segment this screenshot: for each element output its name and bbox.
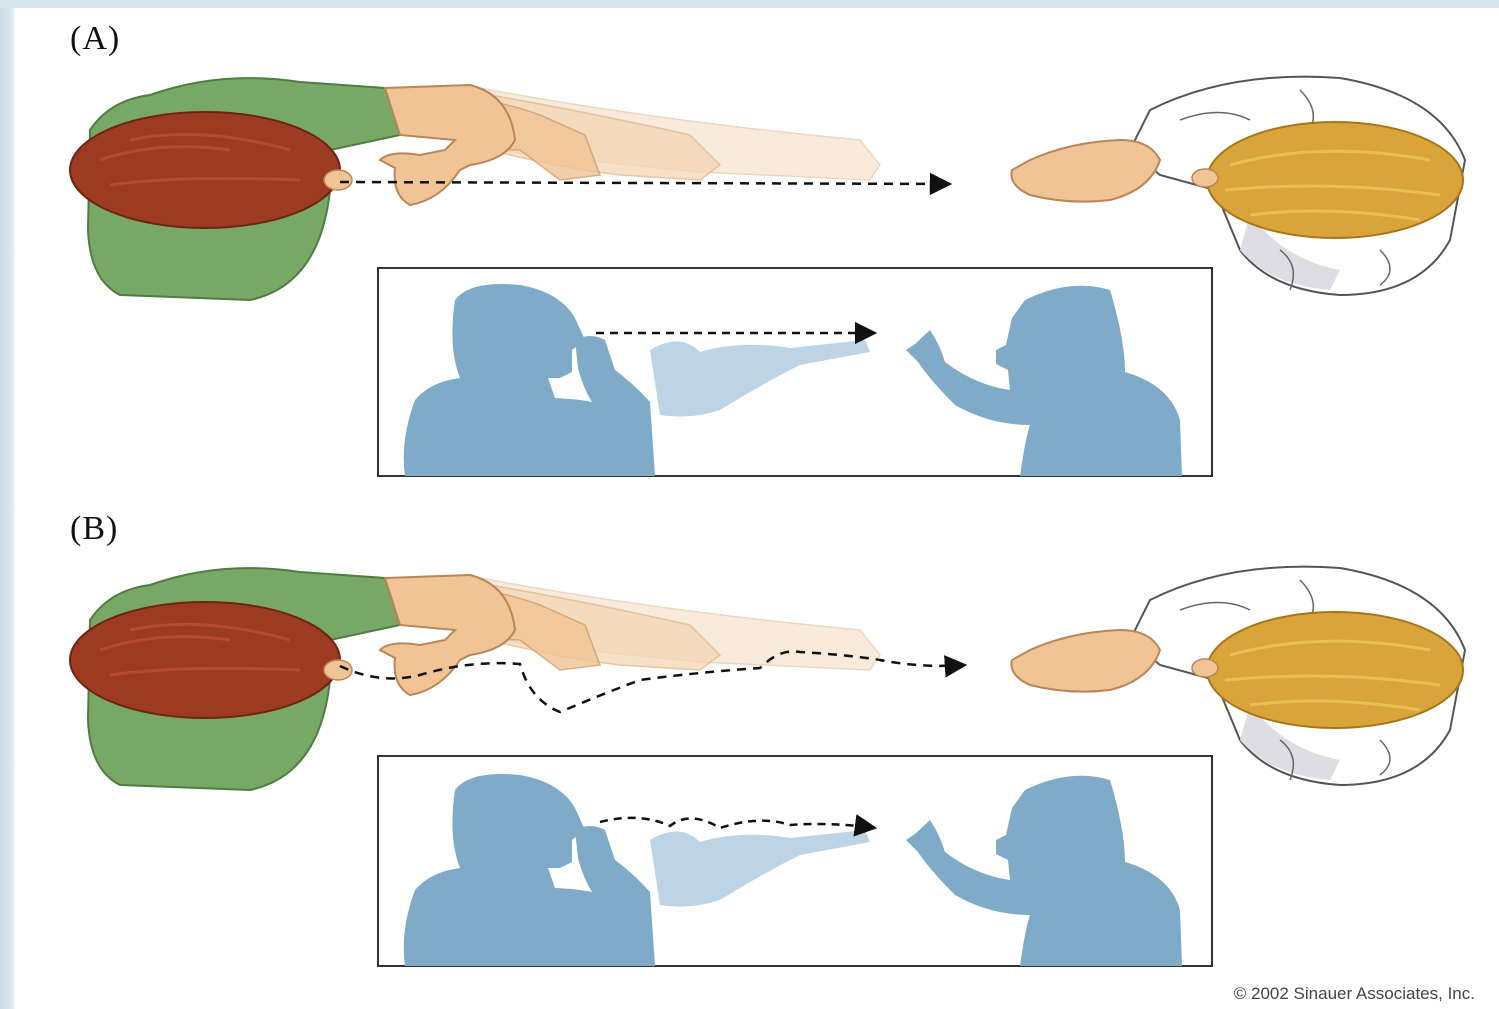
inset-side-view-a [378,268,1212,476]
signer-ear-a [324,170,352,190]
copyright-notice: © 2002 Sinauer Associates, Inc. [1234,984,1475,1004]
listener-hair-b [1207,612,1463,728]
listener-hand-a [1011,140,1160,202]
listener-ear-a [1192,169,1218,187]
listener-top-view-b [1011,567,1465,785]
listener-hand-b [1011,630,1160,692]
listener-top-view-a [1011,77,1465,295]
listener-ear-b [1192,659,1218,677]
inset-side-view-b [378,756,1212,966]
signer-arm-a [380,85,515,205]
signer-arm-b [380,575,515,695]
signer-hair-b [70,602,340,718]
listener-hair-a [1207,122,1463,238]
panel-b [70,567,1465,966]
signer-top-view-a [70,78,880,300]
signer-hair-a [70,112,340,228]
panel-a [70,77,1465,476]
